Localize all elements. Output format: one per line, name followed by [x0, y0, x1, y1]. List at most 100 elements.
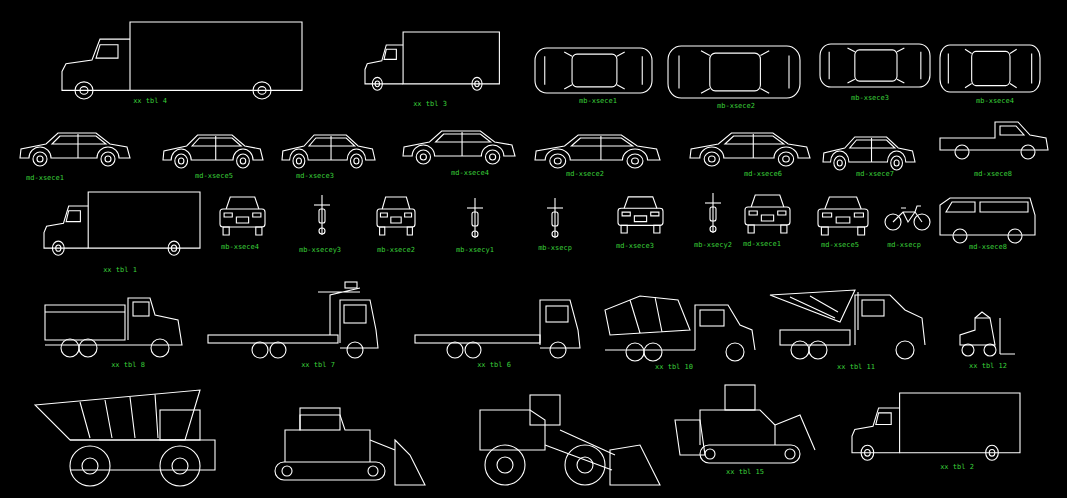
- vehicle-line: [535, 48, 652, 93]
- car-side-view: [282, 135, 375, 168]
- block-label: mb-xsecey3: [299, 246, 341, 254]
- vehicle-line: [62, 39, 130, 90]
- vehicle-line: [876, 413, 891, 425]
- vehicle-line: [462, 132, 463, 156]
- vehicle-line: [35, 390, 200, 440]
- vehicle-line: [855, 50, 897, 81]
- car-side-view: [690, 133, 810, 166]
- vehicle-line: [380, 227, 385, 235]
- car-front-view: [618, 197, 663, 233]
- vehicle-line: [52, 241, 64, 255]
- cycle-front-view: [705, 193, 721, 233]
- vehicle-line: [101, 152, 115, 166]
- vehicle-line: [370, 440, 425, 485]
- vehicle-line: [391, 217, 401, 223]
- vehicle-line: [955, 145, 969, 159]
- car-side-view: [163, 135, 263, 168]
- vehicle-line: [565, 445, 605, 485]
- vehicle-line: [577, 457, 593, 473]
- vehicle-line: [700, 310, 724, 326]
- block-label: mb-xsecy1: [456, 246, 494, 254]
- vehicle-line: [223, 227, 229, 235]
- box-truck: [62, 22, 302, 99]
- vehicle-line: [705, 202, 721, 203]
- vehicle-line: [651, 212, 659, 216]
- block-label: md-xsece5: [821, 241, 859, 249]
- vehicle-line: [192, 138, 241, 146]
- vehicle-line: [965, 49, 1017, 87]
- vehicle-line: [61, 339, 79, 357]
- vehicle-line: [627, 154, 643, 168]
- vehicle-line: [700, 410, 775, 445]
- block-label: xx tbl 6: [477, 361, 511, 369]
- vehicle-line: [785, 449, 795, 459]
- vehicle-line: [70, 446, 110, 486]
- box-truck: [365, 32, 499, 90]
- block-label: md-xsece8: [974, 170, 1012, 178]
- vehicle-line: [472, 212, 478, 226]
- vehicle-line: [256, 227, 262, 235]
- block-label: md-xsecp: [887, 241, 921, 249]
- vehicle-line: [962, 344, 974, 356]
- mining-dump-truck: [35, 390, 215, 486]
- vehicle-line: [940, 198, 1035, 235]
- vehicle-line: [552, 231, 558, 237]
- vehicle-line: [309, 138, 355, 146]
- vehicle-line: [171, 245, 176, 251]
- vehicle-line: [781, 225, 787, 233]
- vehicle-line: [668, 46, 800, 98]
- vehicle-line: [710, 207, 716, 221]
- car-top-view: [940, 45, 1040, 92]
- vehicle-line: [836, 217, 850, 223]
- vehicle-line: [778, 211, 786, 215]
- van: [940, 198, 1035, 243]
- car-front-view: [377, 197, 415, 235]
- vehicle-line: [989, 449, 995, 456]
- box-truck: [852, 393, 1020, 460]
- vehicle-line: [345, 282, 357, 288]
- vehicle-line: [626, 343, 644, 361]
- vehicle-line: [314, 204, 330, 205]
- vehicle-line: [710, 53, 761, 91]
- vehicle-line: [372, 77, 382, 90]
- car-side-view: [20, 133, 130, 166]
- vehicle-line: [490, 154, 496, 160]
- block-label: xx tbl 7: [301, 361, 335, 369]
- vehicle-line: [834, 156, 846, 170]
- vehicle-line: [545, 430, 660, 485]
- wheel-loader: [480, 395, 660, 485]
- vehicle-line: [605, 296, 690, 335]
- vehicle-line: [896, 341, 914, 359]
- vehicle-line: [865, 449, 871, 456]
- vehicle-line: [547, 207, 563, 208]
- vehicle-line: [809, 341, 827, 359]
- vehicle-line: [178, 158, 183, 164]
- vehicle-line: [172, 458, 188, 474]
- vehicle-line: [946, 202, 1028, 212]
- vehicle-line: [1021, 145, 1035, 159]
- vehicle-line: [986, 445, 999, 460]
- vehicle-line: [572, 54, 617, 87]
- vehicle-line: [405, 213, 412, 217]
- vehicle-line: [475, 81, 479, 87]
- vehicle-line: [749, 211, 757, 215]
- vehicle-line: [605, 349, 695, 350]
- block-label: xx tbl 3: [413, 100, 447, 108]
- vehicle-line: [220, 209, 265, 227]
- vehicle-line: [407, 227, 412, 235]
- vehicle-line: [552, 212, 558, 226]
- block-label: md-xsece6: [744, 170, 782, 178]
- vehicle-line: [701, 51, 769, 94]
- vehicle-line: [564, 52, 624, 89]
- vehicle-line: [546, 306, 568, 322]
- vehicle-line: [855, 292, 925, 345]
- vehicle-line: [726, 343, 744, 361]
- vehicle-line: [44, 206, 88, 248]
- vehicle-line: [296, 158, 301, 164]
- cycle-front-view: [467, 198, 483, 238]
- vehicle-line: [632, 158, 639, 164]
- vehicle-line: [253, 82, 271, 99]
- vehicle-line: [554, 198, 555, 238]
